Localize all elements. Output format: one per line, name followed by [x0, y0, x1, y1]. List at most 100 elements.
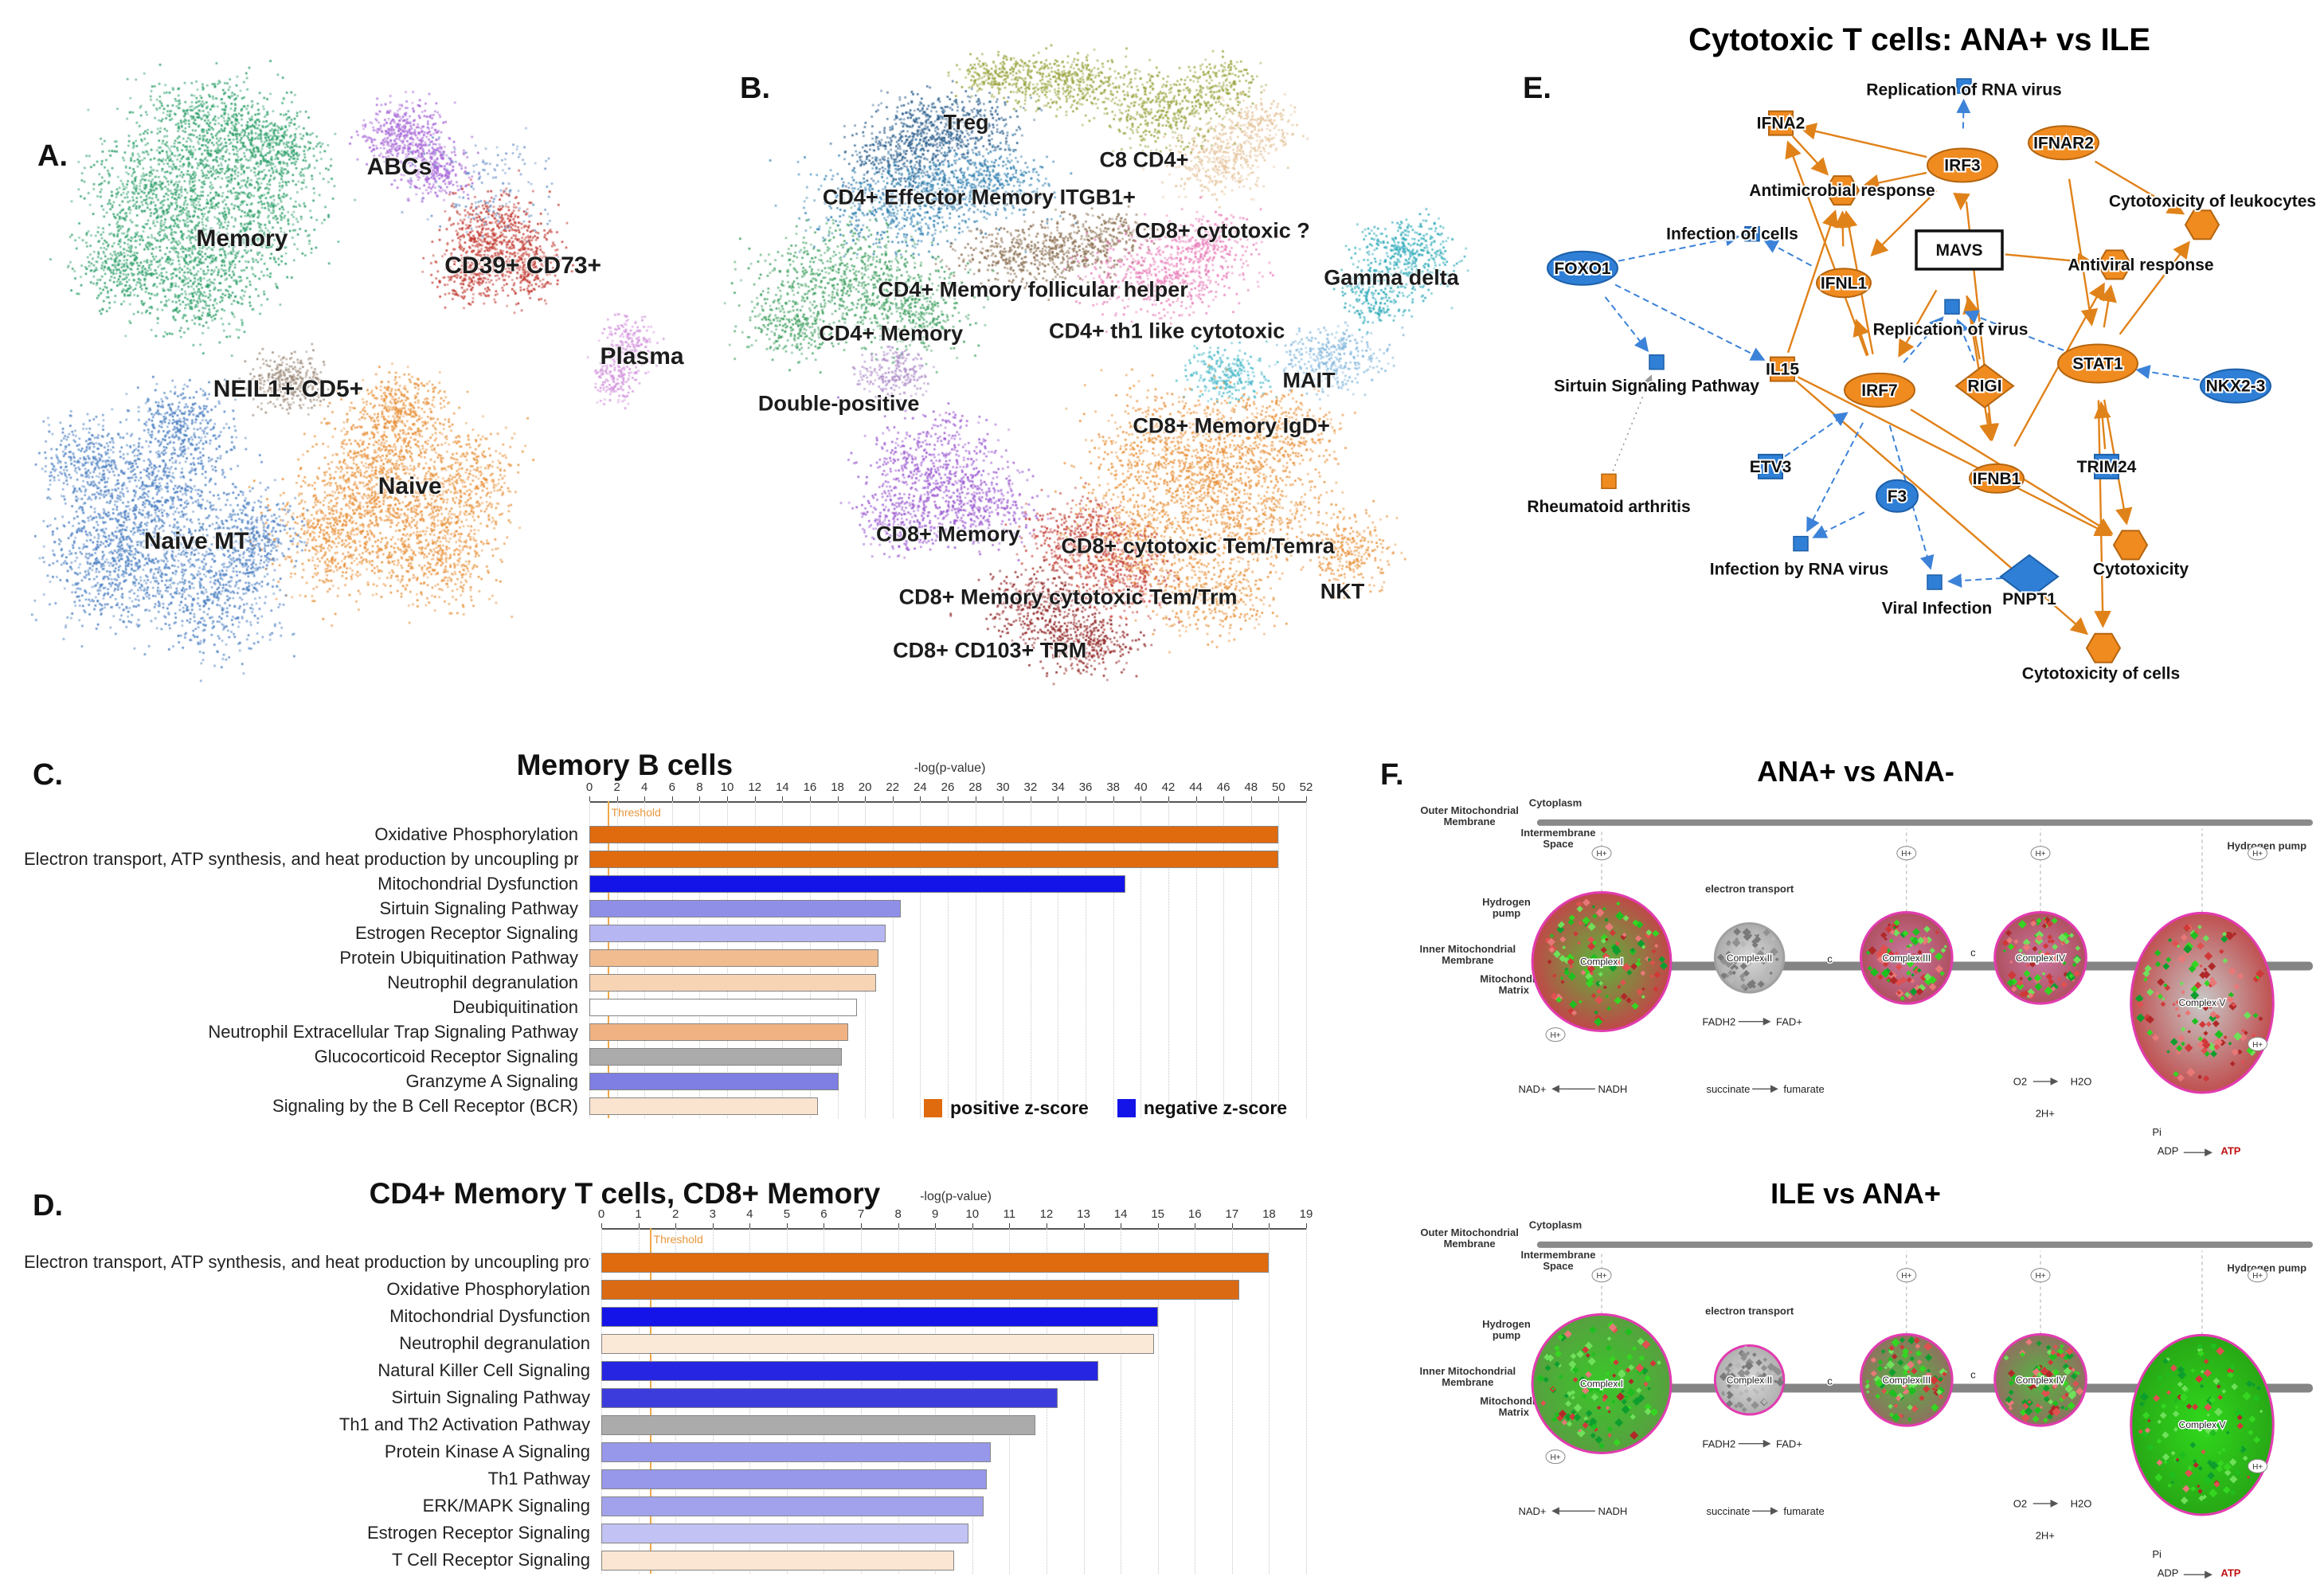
network-edge	[2094, 160, 2185, 215]
network-node-label: IL15	[1766, 361, 1799, 379]
network-edge	[2094, 400, 2111, 628]
x-tick-label: 2	[671, 1207, 679, 1221]
x-tick-mark	[1113, 796, 1114, 801]
subunit-glyph	[2190, 1486, 2196, 1492]
h-plus-ion: H+	[2248, 846, 2268, 861]
x-tick-label: 12	[1039, 1207, 1054, 1221]
subunit-glyph	[2191, 1018, 2199, 1025]
subunit-glyph	[1909, 1355, 1915, 1362]
subunit-glyph	[2195, 1375, 2203, 1383]
subunit-glyph	[1571, 1366, 1579, 1374]
pathway-bar	[589, 1047, 842, 1066]
x-tick-label: 19	[1299, 1207, 1313, 1221]
subunit-glyph	[2248, 1430, 2254, 1436]
pathway-bar	[601, 1252, 1270, 1273]
cluster-label: CD8+ CD103+ TRM	[893, 638, 1087, 663]
svg-text:H+: H+	[1596, 850, 1606, 859]
subunit-glyph	[2019, 976, 2023, 980]
gridline	[1278, 801, 1280, 1118]
subunit-glyph	[2209, 1011, 2217, 1019]
cluster-label: CD4+ Memory follicular helper	[878, 277, 1188, 302]
subunit-glyph	[2210, 1050, 2217, 1058]
gridline	[1113, 801, 1114, 1118]
complex-label: Complex V	[2179, 997, 2226, 1008]
subunit-glyph	[1637, 957, 1641, 962]
subunit-glyph	[2178, 1450, 2187, 1460]
subunit-glyph	[2035, 1402, 2040, 1408]
cluster-label: Plasma	[600, 343, 684, 370]
subunit-glyph	[2162, 997, 2166, 1001]
gridline	[1083, 1228, 1085, 1574]
x-tick-mark	[699, 796, 701, 801]
x-tick-label: 14	[775, 780, 789, 794]
pathway-row-label: Natural Killer Cell Signaling	[378, 1360, 590, 1380]
x-tick-label: 0	[597, 1207, 605, 1221]
subunit-glyph	[2064, 938, 2070, 945]
negative-zscore-label: negative z-score	[1143, 1097, 1288, 1118]
x-tick-label: 14	[1113, 1207, 1128, 1221]
subunit-glyph	[1613, 1359, 1619, 1366]
network-node-pnpt1	[1999, 554, 2060, 600]
gridline	[1223, 801, 1225, 1118]
network-node-label: PNPT1	[2002, 590, 2056, 608]
network-node-label: FOXO1	[1554, 260, 1611, 278]
pathway-row-label: Th1 Pathway	[487, 1469, 590, 1488]
subunit-glyph	[1937, 1376, 1944, 1383]
x-tick-label: 15	[1151, 1207, 1165, 1221]
subunit-glyph	[1582, 898, 1590, 907]
h-plus-ion: H+	[2030, 1268, 2051, 1283]
membrane-label: Hydrogen pump	[2227, 840, 2306, 852]
pathway-bar	[601, 1333, 1155, 1354]
subunit-glyph	[2180, 933, 2188, 941]
x-tick-mark	[837, 796, 839, 801]
complex-label: Complex V	[2179, 1419, 2226, 1430]
pathway-row-label: Mitochondrial Dysfunction	[389, 1306, 590, 1326]
subunit-glyph	[1717, 953, 1724, 961]
membrane-label: Cytoplasm	[1529, 1219, 1582, 1230]
network-node-f3	[1876, 479, 1919, 513]
subunit-glyph	[2253, 1436, 2260, 1444]
molecule-label: O2	[2013, 1076, 2027, 1088]
panel-c-letter: C.	[33, 758, 63, 792]
complex-label: Complex I	[1580, 1379, 1623, 1390]
subunit-glyph	[2144, 964, 2152, 972]
molecule-label: fumarate	[1783, 1083, 1824, 1095]
subunit-glyph	[2040, 1367, 2049, 1376]
pathway-row-label: Th1 and Th2 Activation Pathway	[338, 1414, 590, 1434]
molecule-label: c	[1970, 946, 1976, 958]
network-node-label: Replication of RNA virus	[1866, 80, 2061, 99]
subunit-glyph	[2073, 969, 2081, 978]
molecule-label: ADP	[2158, 1145, 2179, 1157]
molecule-label: H2O	[2071, 1498, 2092, 1510]
svg-text:H+: H+	[1550, 1453, 1560, 1462]
bar-chart-cd4-cd8-memory: CD4+ Memory T cells, CD8+ Memory -log(p-…	[24, 1177, 1330, 1596]
network-node-ifna2	[1768, 110, 1794, 136]
x-tick-mark	[1140, 796, 1142, 801]
x-tick-mark	[782, 796, 784, 801]
network-node-label: NKX2-3	[2206, 377, 2266, 396]
cluster-label: CD4+ th1 like cytotoxic	[1048, 319, 1285, 343]
x-tick-label: 13	[1077, 1207, 1090, 1221]
subunit-glyph	[2134, 994, 2144, 1003]
subunit-glyph	[2205, 1433, 2210, 1438]
network-node-infrna	[1793, 535, 1809, 552]
h-plus-ion: H+	[2030, 846, 2051, 861]
negative-zscore-swatch	[1117, 1099, 1136, 1117]
molecule-label: c	[1827, 1375, 1833, 1387]
cluster-label: CD8+ Memory	[876, 522, 1020, 546]
threshold-label: Threshold	[653, 1233, 703, 1246]
subunit-glyph	[2182, 924, 2191, 933]
network-edge	[1981, 413, 1998, 441]
x-tick-label: 42	[1161, 780, 1176, 794]
x-tick-mark	[616, 796, 618, 801]
x-tick-mark	[1168, 796, 1169, 801]
x-tick-mark	[1306, 1223, 1307, 1228]
x-tick-mark	[898, 1223, 899, 1228]
subunit-glyph	[1582, 916, 1590, 925]
gridline	[1306, 1228, 1307, 1574]
network-node-mavs	[1915, 229, 2004, 271]
membrane-label: electron transport	[1705, 883, 1794, 895]
